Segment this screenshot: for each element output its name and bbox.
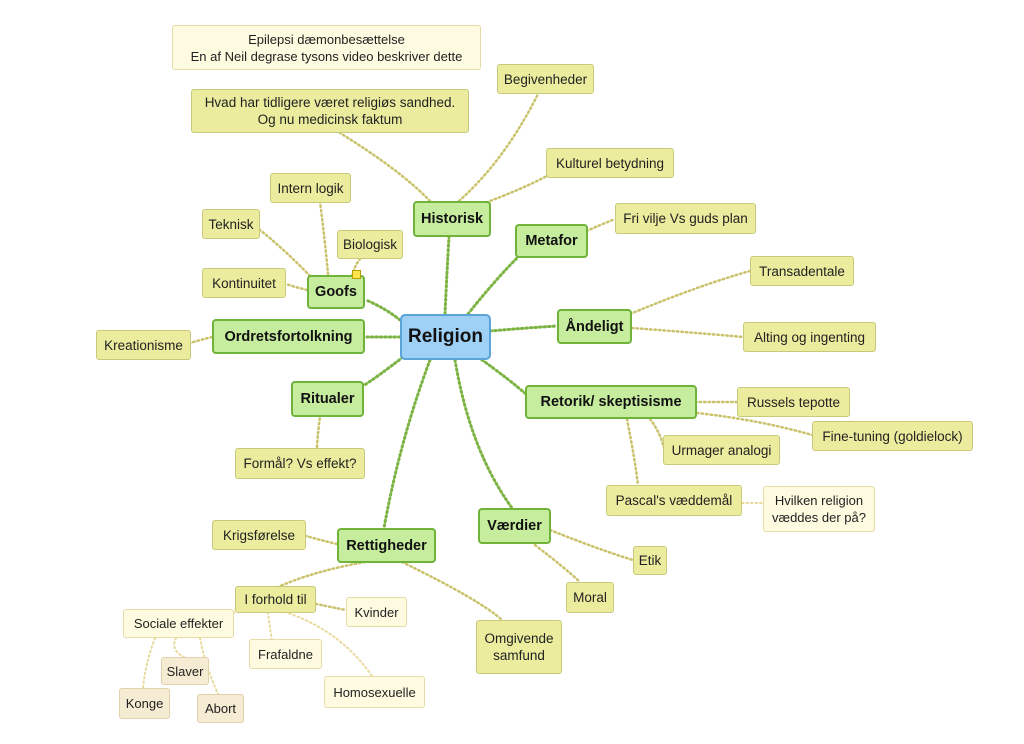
node-homosexuelle[interactable]: Homosexuelle: [324, 676, 425, 708]
link-root-goofs: [364, 298, 402, 322]
node-metafor[interactable]: Metafor: [515, 224, 588, 258]
node-moral[interactable]: Moral: [566, 582, 614, 613]
node-fine-tuning[interactable]: Fine-tuning (goldielock): [812, 421, 973, 451]
root-node-religion[interactable]: Religion: [400, 314, 491, 360]
node-russels-tepotte[interactable]: Russels tepotte: [737, 387, 850, 417]
node-konge[interactable]: Konge: [119, 688, 170, 719]
node-etik[interactable]: Etik: [633, 546, 667, 575]
link-root-retorik: [476, 355, 529, 397]
node-kulturel-betydning[interactable]: Kulturel betydning: [546, 148, 674, 178]
node-alting-og-ingenting[interactable]: Alting og ingenting: [743, 322, 876, 352]
node-transadentale[interactable]: Transadentale: [750, 256, 854, 286]
node-biologisk[interactable]: Biologisk: [337, 230, 403, 259]
node-kvinder[interactable]: Kvinder: [346, 597, 407, 627]
node-andeligt[interactable]: Åndeligt: [557, 309, 632, 344]
link-root-ritualer: [361, 355, 405, 388]
node-goofs[interactable]: Goofs: [307, 275, 365, 309]
node-abort[interactable]: Abort: [197, 694, 244, 723]
node-frafaldne[interactable]: Frafaldne: [249, 639, 322, 669]
node-slaver[interactable]: Slaver: [161, 657, 209, 685]
link-root-rettigheder: [382, 358, 432, 530]
node-fri-vilje[interactable]: Fri vilje Vs guds plan: [615, 203, 756, 234]
node-i-forhold-til[interactable]: I forhold til: [235, 586, 316, 613]
node-formal-vs-effekt[interactable]: Formål? Vs effekt?: [235, 448, 365, 479]
node-retorik-skeptisisme[interactable]: Retorik/ skeptisisme: [525, 385, 697, 419]
node-rettigheder[interactable]: Rettigheder: [337, 528, 436, 563]
node-ordretsfortolkning[interactable]: Ordretsfortolkning: [212, 319, 365, 354]
node-begivenheder[interactable]: Begivenheder: [497, 64, 594, 94]
node-omgivende-samfund[interactable]: Omgivende samfund: [476, 620, 562, 674]
node-kontinuitet[interactable]: Kontinuitet: [202, 268, 286, 298]
selection-handle[interactable]: [352, 270, 361, 279]
node-krigsforelse[interactable]: Krigsførelse: [212, 520, 306, 550]
node-epilepsi[interactable]: Epilepsi dæmonbesættelse En af Neil degr…: [172, 25, 481, 70]
link-root-metafor: [466, 255, 520, 316]
node-intern-logik[interactable]: Intern logik: [270, 173, 351, 203]
node-teknisk[interactable]: Teknisk: [202, 209, 260, 239]
node-sociale-effekter[interactable]: Sociale effekter: [123, 609, 234, 638]
link-root-andeligt: [488, 324, 559, 333]
link-root-vaerdier: [453, 358, 514, 510]
node-ritualer[interactable]: Ritualer: [291, 381, 364, 417]
node-vaerdier[interactable]: Værdier: [478, 508, 551, 544]
node-hvilken-religion[interactable]: Hvilken religion væddes der på?: [763, 486, 875, 532]
node-urmager-analogi[interactable]: Urmager analogi: [663, 435, 780, 465]
node-religios-sandhed[interactable]: Hvad har tidligere været religiøs sandhe…: [191, 89, 469, 133]
link-root-historisk: [443, 235, 451, 316]
node-historisk[interactable]: Historisk: [413, 201, 491, 237]
node-kreationisme[interactable]: Kreationisme: [96, 330, 191, 360]
node-pascals-vaeddemal[interactable]: Pascal's væddemål: [606, 485, 742, 516]
